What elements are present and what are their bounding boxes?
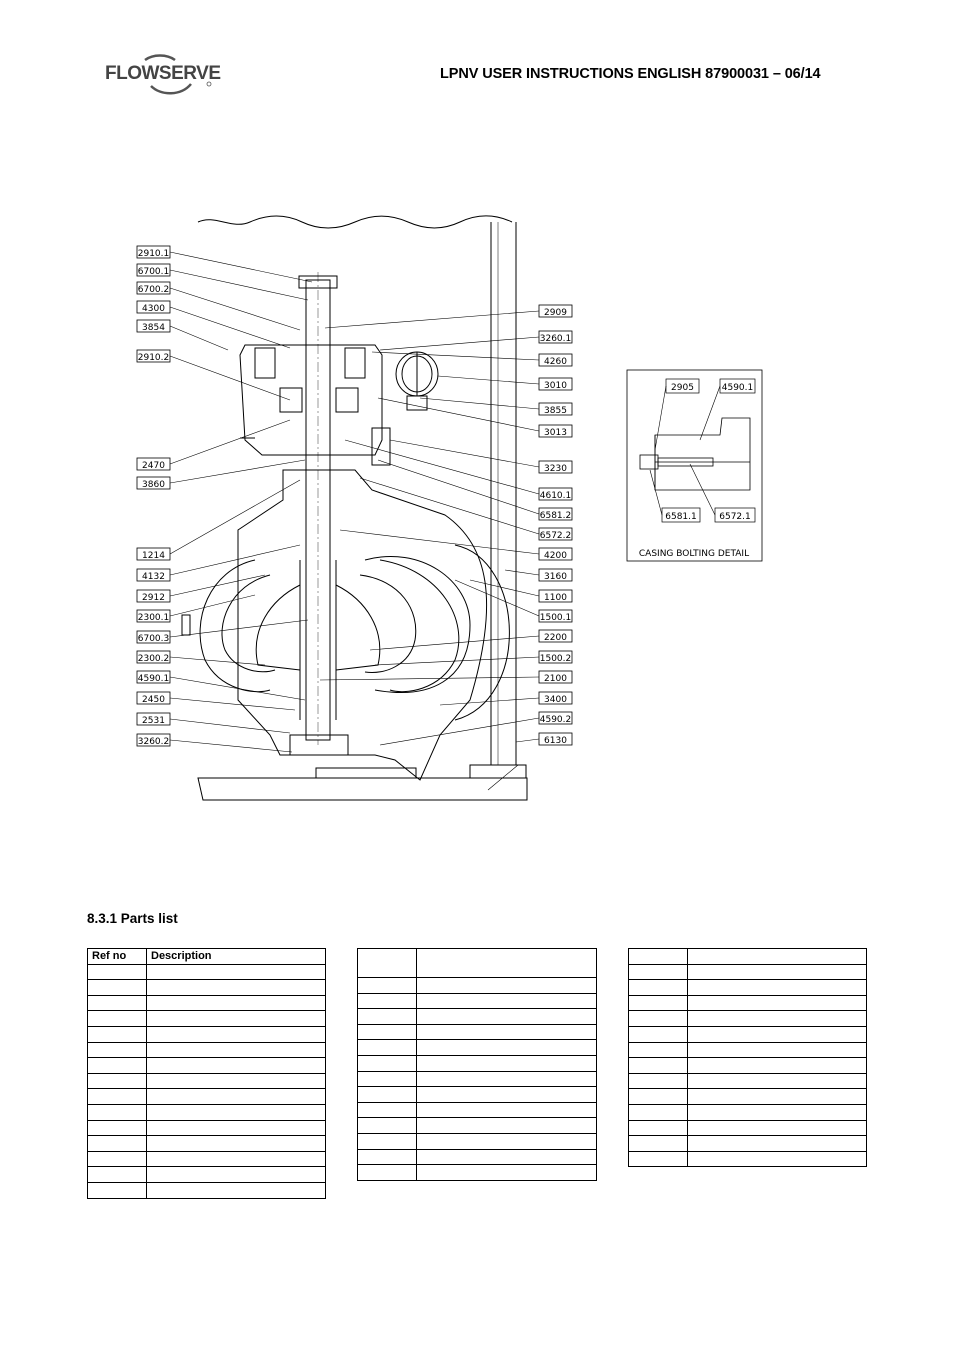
detail-label-6572-1: 6572.1 [719, 512, 751, 522]
callout-4132: 4132 [142, 572, 165, 582]
detail-label-4590-1: 4590.1 [722, 383, 754, 393]
callout-2100: 2100 [544, 674, 567, 684]
table-row [357, 1023, 597, 1041]
section-title: 8.3.1 Parts list [87, 911, 178, 926]
table-row [87, 963, 326, 981]
callout-1214: 1214 [142, 551, 165, 561]
callout-3400: 3400 [544, 695, 567, 705]
callout-3230: 3230 [544, 464, 567, 474]
callout-4610-1: 4610.1 [540, 491, 572, 501]
callout-3010: 3010 [544, 381, 567, 391]
table-row [628, 1072, 867, 1090]
table-row [628, 1041, 867, 1059]
callout-3854: 3854 [142, 323, 165, 333]
callout-2531: 2531 [142, 716, 165, 726]
table-row [87, 1119, 326, 1137]
callout-4260: 4260 [544, 357, 567, 367]
callout-4200: 4200 [544, 551, 567, 561]
parts-table-1: Ref no Description [87, 948, 326, 1199]
table-row [628, 994, 867, 1012]
parts-table-3 [628, 948, 867, 1168]
pump-sectional-drawing: 2910.1 6700.1 6700.2 4300 3854 2910.2 24… [136, 215, 763, 801]
table-row [357, 1008, 597, 1025]
table-row [628, 1135, 867, 1152]
callout-2912: 2912 [142, 593, 165, 603]
casing-bolting-detail: 2905 4590.1 6581.1 6572.1 CASING BOLTING… [626, 369, 763, 562]
callout-2450: 2450 [142, 695, 165, 705]
table-row [87, 994, 326, 1012]
table-row [628, 1088, 867, 1105]
table-row [357, 1054, 597, 1072]
table-row [628, 1025, 867, 1043]
table-row [628, 1150, 867, 1168]
callout-2910-1: 2910.1 [138, 249, 170, 259]
table-row [87, 1103, 326, 1121]
callout-3013: 3013 [544, 428, 567, 438]
table-row [357, 1148, 597, 1166]
callout-3160: 3160 [544, 572, 567, 582]
callout-6572-2: 6572.2 [540, 531, 572, 541]
callout-6700-1: 6700.1 [138, 267, 170, 277]
table-row [357, 1101, 597, 1119]
callout-2200: 2200 [544, 633, 567, 643]
callout-2300-2: 2300.2 [138, 654, 170, 664]
table-row [628, 1010, 867, 1027]
callout-6130: 6130 [544, 736, 567, 746]
callout-2470: 2470 [142, 461, 165, 471]
parts-table-2 [357, 948, 597, 1181]
detail-label-2905: 2905 [671, 383, 694, 393]
table-row [628, 963, 867, 981]
table-row [87, 979, 326, 996]
table-row [357, 1086, 597, 1103]
table-row [87, 1166, 326, 1183]
table-row [628, 1103, 867, 1121]
callout-1500-1: 1500.1 [540, 613, 572, 623]
table-row [87, 1181, 326, 1199]
table-row [357, 948, 597, 978]
callout-2300-1: 2300.1 [138, 613, 170, 623]
table-row [87, 1088, 326, 1105]
table-row [628, 1057, 867, 1074]
callout-4590-1: 4590.1 [138, 674, 170, 684]
callout-4300: 4300 [142, 304, 165, 314]
callout-2909: 2909 [544, 308, 567, 318]
callout-6700-3: 6700.3 [138, 634, 170, 644]
table-row [628, 979, 867, 996]
callout-1500-2: 1500.2 [540, 654, 572, 664]
logo-swoosh-icon [144, 54, 212, 95]
table-row [357, 977, 597, 994]
table-row [87, 1025, 326, 1043]
table-row [357, 992, 597, 1010]
callout-3260-2: 3260.2 [138, 737, 170, 747]
callout-6700-2: 6700.2 [138, 285, 170, 295]
callout-1100: 1100 [544, 593, 567, 603]
brand-name: FLOWSERVE [105, 63, 221, 84]
table-row [87, 1072, 326, 1090]
callout-3260-1: 3260.1 [540, 334, 572, 344]
table-row [87, 1010, 326, 1027]
callout-3860: 3860 [142, 480, 165, 490]
table-row [87, 1135, 326, 1152]
table-row [87, 1041, 326, 1059]
table-row [628, 948, 867, 965]
table-row [357, 1132, 597, 1150]
table-row [357, 1117, 597, 1134]
detail-label-6581-1: 6581.1 [665, 512, 697, 522]
callout-6581-2: 6581.2 [540, 511, 572, 521]
description-header: Description [146, 948, 326, 965]
callout-2910-2: 2910.2 [138, 353, 170, 363]
detail-caption: CASING BOLTING DETAIL [639, 549, 749, 559]
table-row [357, 1070, 597, 1088]
table-row [357, 1039, 597, 1056]
callout-3855: 3855 [544, 406, 567, 416]
flowserve-logo: FLOWSERVE [105, 54, 221, 98]
document-header: LPNV USER INSTRUCTIONS ENGLISH 87900031 … [440, 66, 821, 82]
table-row [628, 1119, 867, 1137]
table-row [87, 1150, 326, 1168]
ref-no-header: Ref no [87, 948, 147, 965]
table-row [87, 1057, 326, 1074]
callout-4590-2: 4590.2 [540, 715, 572, 725]
table-row [357, 1164, 597, 1181]
